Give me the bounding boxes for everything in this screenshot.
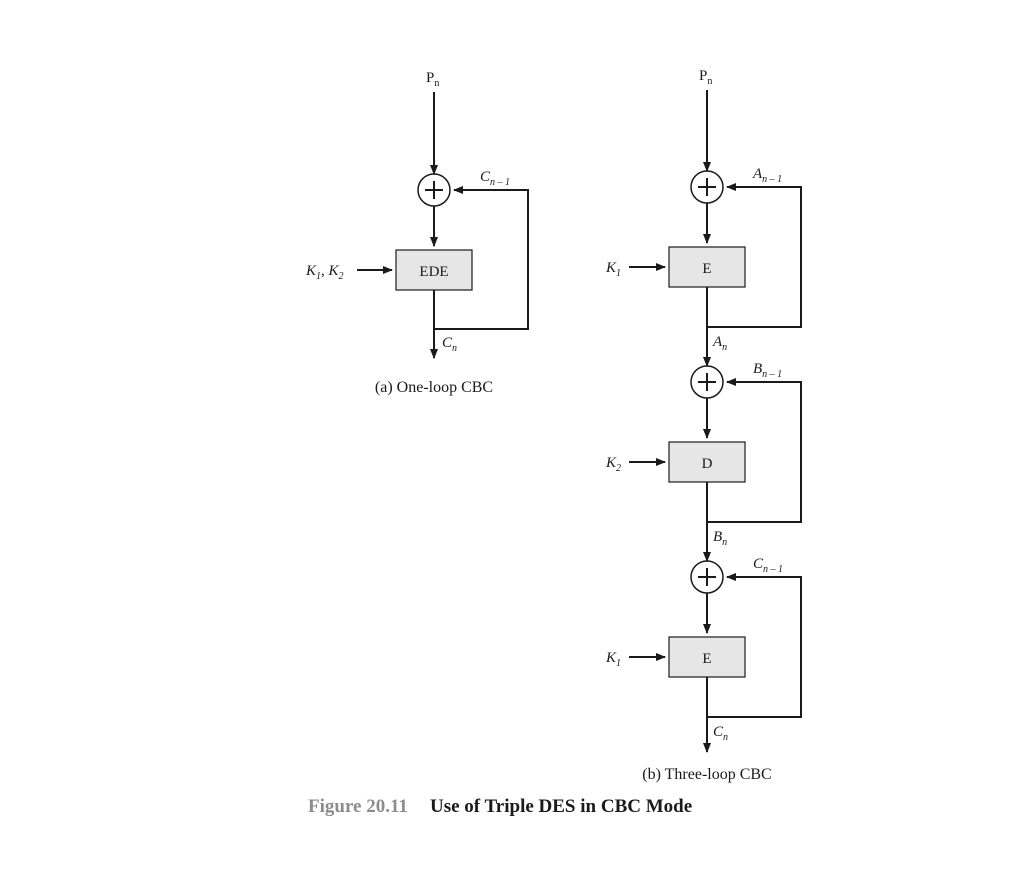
figure-title: Use of Triple DES in CBC Mode bbox=[430, 796, 692, 817]
figure-caption: Figure 20.11 Use of Triple DES in CBC Mod… bbox=[308, 796, 692, 817]
panel-b-stage-2: Bn – 1 D K2 Bn bbox=[605, 361, 802, 562]
panel-a-caption: (a) One-loop CBC bbox=[375, 379, 493, 396]
panel-a-feedback-label: Cn – 1 bbox=[480, 169, 510, 188]
panel-b-stage-1: An – 1 E K1 An bbox=[605, 166, 802, 367]
stage-1-key-label: K1 bbox=[605, 260, 621, 279]
panel-a-output-label: Cn bbox=[442, 335, 457, 354]
panel-b-three-loop: Pn An – 1 E K1 An Bn – 1 D K2 bbox=[605, 68, 802, 783]
stage-3-feedback-loop bbox=[707, 573, 802, 718]
stage-3-key-label: K1 bbox=[605, 650, 621, 669]
panel-a-ede-label: EDE bbox=[419, 264, 448, 280]
stage-3-output-label: Cn bbox=[713, 724, 728, 743]
stage-1-output-label: An bbox=[712, 334, 727, 353]
stage-3-feedback-label: Cn – 1 bbox=[753, 556, 783, 575]
panel-a-feedback-loop bbox=[434, 186, 529, 330]
panel-a-key-label: K1, K2 bbox=[305, 263, 344, 282]
stage-1-block bbox=[668, 246, 746, 288]
stage-3-block-label: E bbox=[702, 651, 711, 667]
panel-b-caption: (b) Three-loop CBC bbox=[642, 766, 771, 783]
stage-1-feedback-loop bbox=[707, 183, 802, 328]
stage-2-feedback-loop bbox=[707, 378, 802, 523]
panel-a-input-label: Pn bbox=[426, 70, 439, 89]
panel-a-one-loop: Pn Cn – 1 EDE K1, K2 Cn (a) One-loop CBC bbox=[305, 70, 529, 396]
panel-b-stage-3: Cn – 1 E K1 Cn bbox=[605, 556, 802, 753]
stage-1-block-label: E bbox=[702, 261, 711, 277]
stage-2-output-label: Bn bbox=[713, 529, 727, 548]
stage-2-block-label: D bbox=[702, 456, 713, 472]
stage-2-feedback-label: Bn – 1 bbox=[753, 361, 782, 380]
stage-1-feedback-label: An – 1 bbox=[752, 166, 782, 185]
figure-number: Figure 20.11 bbox=[308, 796, 408, 817]
panel-b-input-label: Pn bbox=[699, 68, 712, 87]
stage-2-key-label: K2 bbox=[605, 455, 621, 474]
